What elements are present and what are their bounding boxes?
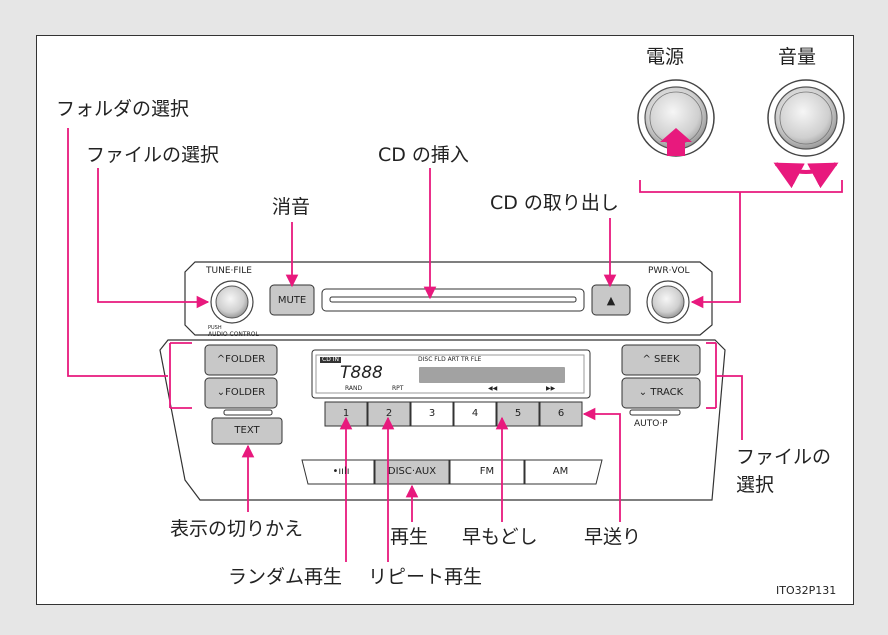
push-label: PUSH — [208, 325, 222, 331]
tune-file-label: TUNE·FILE — [206, 266, 252, 276]
label-cd-eject: CD の取り出し — [490, 192, 619, 214]
preset-4-button[interactable]: 4 — [471, 408, 479, 419]
display-rew: ◀◀ — [488, 385, 498, 392]
label-display-switch: 表示の切りかえ — [170, 518, 304, 540]
label-play: 再生 — [390, 526, 429, 548]
label-file-select-right-1: ファイルの — [736, 446, 832, 468]
label-folder-select: フォルダの選択 — [56, 98, 190, 120]
sat-button[interactable]: •ıılı — [332, 466, 350, 477]
display-rpt: RPT — [392, 385, 404, 392]
pwr-vol-knob — [646, 280, 690, 324]
pwr-vol-label: PWR·VOL — [648, 266, 690, 276]
label-mute: 消音 — [272, 196, 311, 218]
folder-down-button[interactable]: ⌄FOLDER — [216, 387, 266, 398]
display-main: T888 — [340, 363, 383, 383]
cd-in-indicator: CD IN — [320, 356, 341, 363]
preset-1-button[interactable]: 1 — [342, 408, 350, 419]
tune-file-knob — [210, 280, 254, 324]
folder-down-shape — [204, 377, 278, 409]
mute-button[interactable]: MUTE — [277, 295, 307, 306]
display-ff: ▶▶ — [546, 385, 556, 392]
seek-shape — [621, 344, 701, 376]
preset-buttons-shapes — [324, 401, 583, 427]
figure-code: ITO32P131 — [776, 584, 837, 597]
eject-button[interactable]: ▲ — [606, 294, 616, 307]
volume-knob-large — [767, 79, 845, 189]
label-rewind: 早もどし — [462, 526, 538, 548]
label-power: 電源 — [646, 46, 685, 68]
auto-p-label: AUTO·P — [634, 419, 668, 429]
preset-3-button[interactable]: 3 — [428, 408, 436, 419]
label-fast-forward: 早送り — [584, 526, 642, 548]
label-volume: 音量 — [778, 46, 817, 68]
folder-up-shape — [204, 344, 278, 376]
label-random-play: ランダム再生 — [228, 566, 343, 588]
display-rand: RAND — [345, 385, 363, 392]
audio-control-label: AUDIO CONTROL — [208, 331, 259, 338]
preset-5-button[interactable]: 5 — [514, 408, 522, 419]
label-file-select: ファイルの選択 — [86, 144, 220, 166]
label-repeat-play: リピート再生 — [368, 566, 483, 588]
text-button[interactable]: TEXT — [234, 425, 260, 436]
seek-button[interactable]: ^ SEEK — [642, 354, 680, 365]
display-indicators: DISC FLD ART TR FLE — [418, 356, 482, 363]
track-button[interactable]: ⌄ TRACK — [638, 387, 684, 398]
fm-button[interactable]: FM — [479, 466, 495, 477]
track-shape — [621, 377, 701, 409]
power-knob-large — [637, 79, 715, 157]
disc-aux-button[interactable]: DISC·AUX — [387, 466, 437, 477]
preset-2-button[interactable]: 2 — [385, 408, 393, 419]
label-file-select-right-2: 選択 — [736, 474, 775, 496]
folder-up-button[interactable]: ^FOLDER — [216, 354, 266, 365]
am-button[interactable]: AM — [552, 466, 569, 477]
text-button-shape — [211, 417, 283, 445]
label-cd-insert: CD の挿入 — [378, 144, 469, 166]
preset-6-button[interactable]: 6 — [557, 408, 565, 419]
